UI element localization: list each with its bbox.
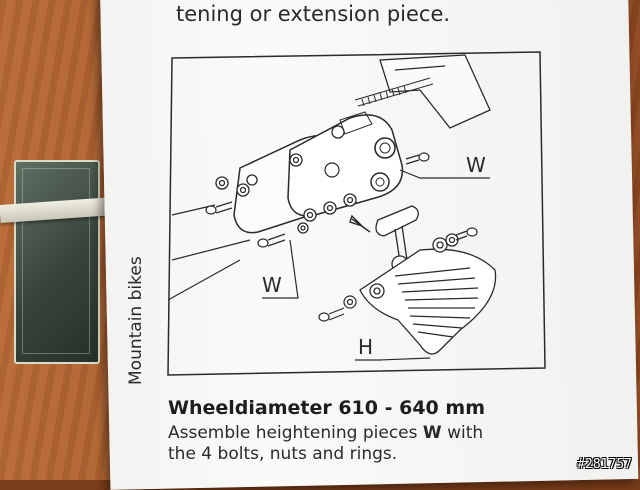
bolt-lower-right [455,227,478,241]
label-w-top: W [466,153,486,177]
side-label: Mountain bikes [126,256,146,385]
threaded-rod [354,77,434,107]
metal-plate [14,160,100,364]
watermark: #281757 [577,457,632,472]
bolt-lower-left [318,295,357,322]
frame-tube [379,54,491,129]
caption-line-2: the 4 bolts, nuts and rings. [168,444,398,464]
arrow-icon [349,214,371,233]
leader-w-top [399,169,490,179]
bolt-left-upper [205,201,233,215]
nuts-and-washers [215,153,357,234]
leader-h [355,357,431,361]
heightening-piece-front [287,114,404,217]
label-h: H [358,335,373,359]
saddle-rails [359,233,497,355]
label-w-bottom: W [262,273,282,297]
caption-title: Wheeldiameter 610 - 640 mm [168,397,485,419]
assembly-diagram: W W H [167,51,546,376]
bolt-left-lower [257,233,286,248]
diagram-frame [167,51,546,376]
bolt-top-right [405,152,430,165]
leader-w-bottom [262,239,299,299]
caption-line-1: Assemble heightening pieces W with [168,423,484,443]
header-text: tening or extension piece. [176,2,451,26]
